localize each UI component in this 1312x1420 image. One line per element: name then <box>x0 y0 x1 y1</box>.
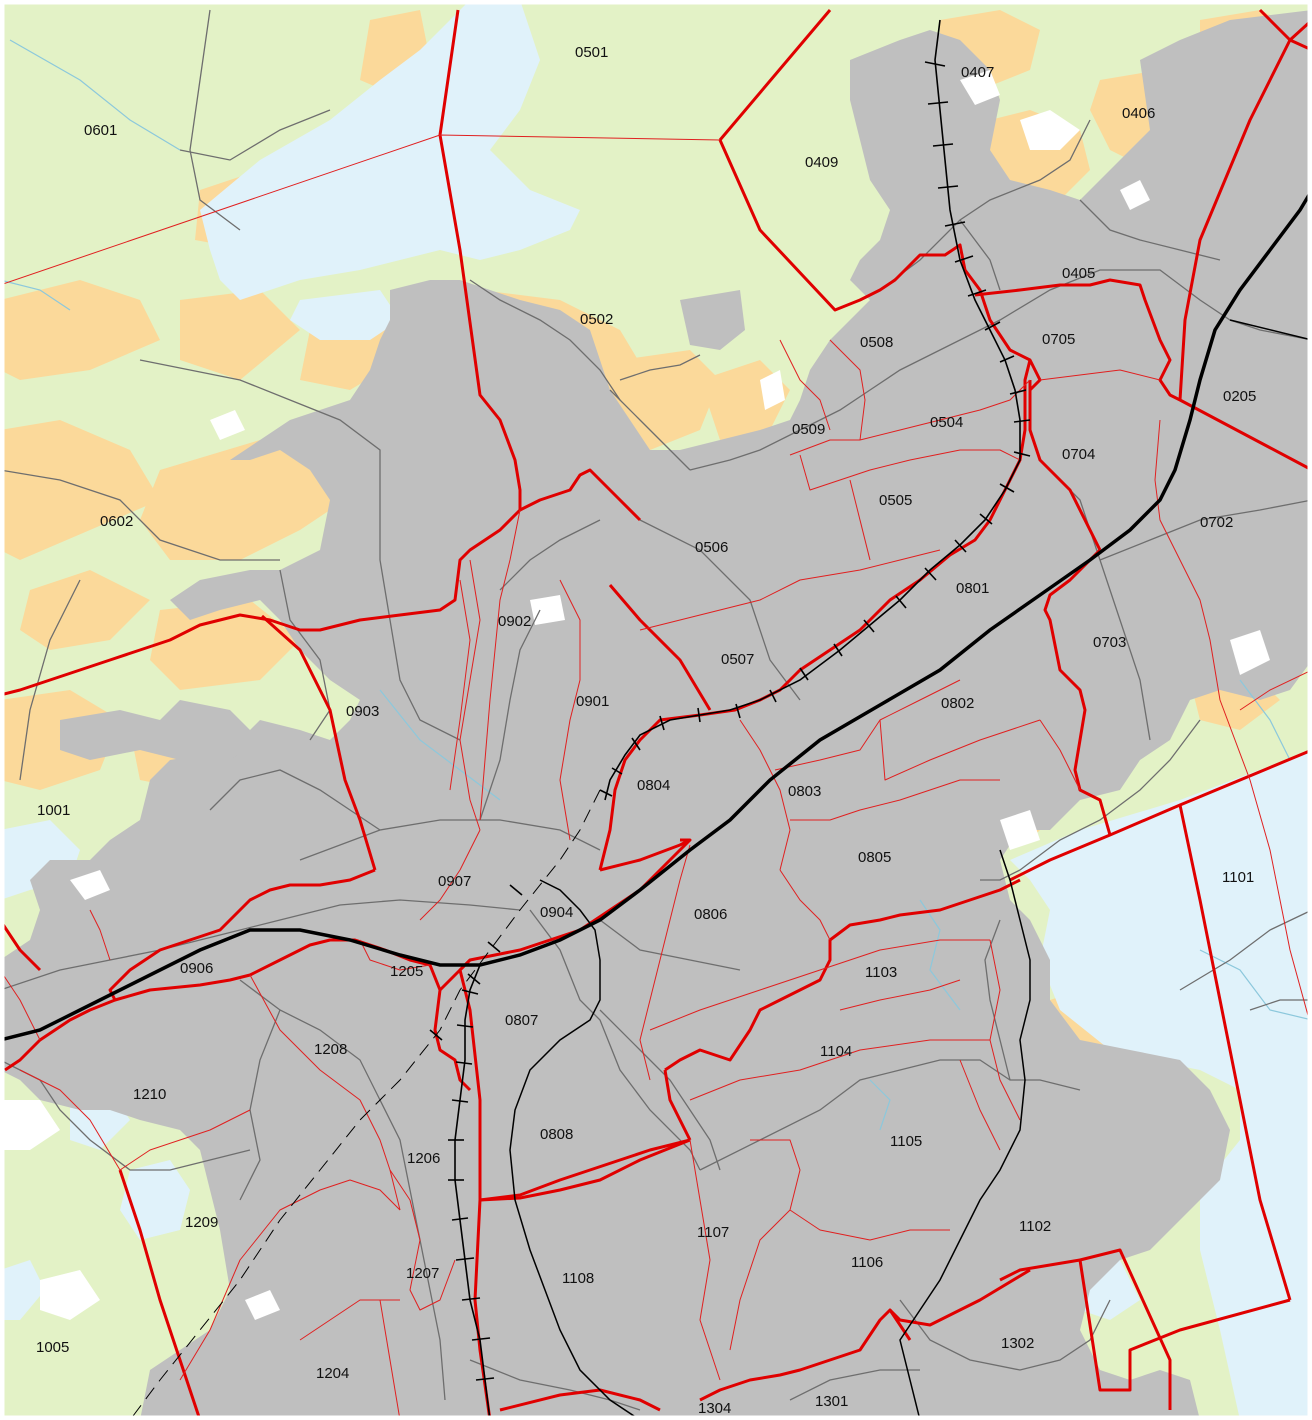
railway-branch <box>604 19 1021 801</box>
zone-label-1209[interactable]: 1209 <box>185 1214 218 1231</box>
urban-areas <box>0 10 1312 1420</box>
open-areas <box>0 70 1270 1320</box>
zone-label-0409[interactable]: 0409 <box>805 154 838 171</box>
zone-label-0406[interactable]: 0406 <box>1122 105 1155 122</box>
zone-label-0901[interactable]: 0901 <box>576 693 609 710</box>
zone-label-0601[interactable]: 0601 <box>84 122 117 139</box>
zone-label-0705[interactable]: 0705 <box>1042 331 1075 348</box>
zone-label-0903[interactable]: 0903 <box>346 703 379 720</box>
zone-label-1107[interactable]: 1107 <box>697 1224 729 1241</box>
zone-label-1102[interactable]: 1102 <box>1019 1218 1051 1235</box>
zone-label-0502[interactable]: 0502 <box>580 311 613 328</box>
zone-label-1302[interactable]: 1302 <box>1001 1335 1034 1352</box>
zone-label-0804[interactable]: 0804 <box>637 777 670 794</box>
zone-label-1005[interactable]: 1005 <box>36 1339 69 1356</box>
zone-label-0702[interactable]: 0702 <box>1200 514 1233 531</box>
zone-label-0802[interactable]: 0802 <box>941 695 974 712</box>
zone-label-1206[interactable]: 1206 <box>407 1150 440 1167</box>
zone-label-0205[interactable]: 0205 <box>1223 388 1256 405</box>
zone-label-0703[interactable]: 0703 <box>1093 634 1126 651</box>
zone-label-1105[interactable]: 1105 <box>890 1133 922 1150</box>
zone-label-0504[interactable]: 0504 <box>930 414 963 431</box>
zone-label-0704[interactable]: 0704 <box>1062 446 1095 463</box>
zone-label-0506[interactable]: 0506 <box>695 539 728 556</box>
zone-label-0803[interactable]: 0803 <box>788 783 821 800</box>
zone-label-1101[interactable]: 1101 <box>1222 869 1254 886</box>
lake-north <box>200 0 580 300</box>
zone-label-1205[interactable]: 1205 <box>390 963 423 980</box>
zone-label-0505[interactable]: 0505 <box>879 492 912 509</box>
zone-label-0904[interactable]: 0904 <box>540 904 573 921</box>
zone-label-1204[interactable]: 1204 <box>316 1365 349 1382</box>
zone-label-1208[interactable]: 1208 <box>314 1041 347 1058</box>
zone-labels: 0501 0601 0407 0406 0409 0405 0502 0508 … <box>36 44 1256 1420</box>
zone-label-1106[interactable]: 1106 <box>851 1254 883 1271</box>
subzone-boundaries <box>0 134 1312 1420</box>
zone-label-1207[interactable]: 1207 <box>406 1265 439 1282</box>
zone-label-0508[interactable]: 0508 <box>860 334 893 351</box>
railway-main <box>0 189 1312 1042</box>
zone-label-0807[interactable]: 0807 <box>505 1012 538 1029</box>
zone-label-0405[interactable]: 0405 <box>1062 265 1095 282</box>
lake-east <box>1010 750 1312 1420</box>
zone-label-1301[interactable]: 1301 <box>815 1393 848 1410</box>
zone-label-0507[interactable]: 0507 <box>721 651 754 668</box>
zone-label-1001[interactable]: 1001 <box>37 802 70 819</box>
zone-label-1304[interactable]: 1304 <box>698 1400 731 1417</box>
zone-label-0907[interactable]: 0907 <box>438 873 471 890</box>
zone-label-0902[interactable]: 0902 <box>498 613 531 630</box>
zone-label-0806[interactable]: 0806 <box>694 906 727 923</box>
zone-label-1210[interactable]: 1210 <box>133 1086 166 1103</box>
zone-label-0808[interactable]: 0808 <box>540 1126 573 1143</box>
zone-label-1108[interactable]: 1108 <box>562 1270 594 1287</box>
zone-label-0501[interactable]: 0501 <box>575 44 608 61</box>
zone-label-0805[interactable]: 0805 <box>858 849 891 866</box>
railway-ticks <box>429 61 1031 1381</box>
urban-main <box>0 10 1312 1420</box>
zone-label-1104[interactable]: 1104 <box>820 1043 852 1060</box>
zone-label-0509[interactable]: 0509 <box>792 421 825 438</box>
railways <box>0 19 1312 1420</box>
zone-label-1103[interactable]: 1103 <box>865 964 897 981</box>
zone-label-0602[interactable]: 0602 <box>100 513 133 530</box>
zone-label-0906[interactable]: 0906 <box>180 960 213 977</box>
zone-label-0407[interactable]: 0407 <box>961 64 994 81</box>
zone-label-0801[interactable]: 0801 <box>956 580 989 597</box>
streams <box>0 39 1312 1131</box>
